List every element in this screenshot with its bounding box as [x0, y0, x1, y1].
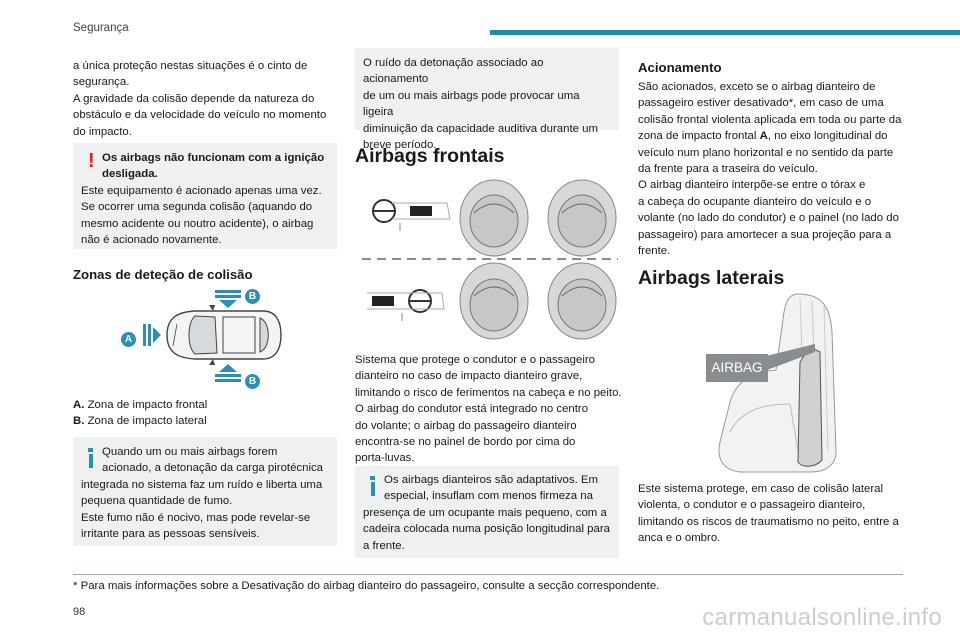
info-line: pequena quantidade de fumo.: [81, 495, 233, 508]
body-line: limitando os riscos de traumatismo no pe…: [638, 515, 899, 528]
side-airbags-body: Este sistema protege, em caso de colisão…: [638, 481, 913, 547]
activation-line: da frente para a traseira do veículo.: [638, 163, 818, 176]
frontal-airbags-body: Sistema que protege o condutor e o passa…: [355, 352, 625, 467]
body-line: dianteiro no caso de impacto dianteiro g…: [355, 370, 583, 383]
warning-bold-line: Os airbags não funcionam com a ignição: [102, 152, 325, 164]
intro-line: A gravidade da colisão depende da nature…: [73, 92, 315, 105]
legend-item: A. Zona de impacto frontal: [73, 397, 333, 413]
warning-text-line: Este equipamento é acionado apenas uma v…: [81, 184, 322, 197]
activation-text: São acionados, exceto se o airbag diante…: [638, 79, 913, 259]
zone-b-bottom-badge: B: [245, 374, 260, 389]
warning-text-line: Se ocorrer uma segunda colisão (aquando …: [81, 201, 313, 214]
info-line: presença de um ocupante mais pequeno, co…: [363, 506, 607, 519]
info-line: Este fumo não é nocivo, mas pode revelar…: [81, 511, 311, 524]
body-line: Este sistema protege, em caso de colisão…: [638, 483, 884, 495]
frontal-airbags-illustration: [362, 173, 618, 343]
warning-text-line: mesmo acidente ou noutro acidente), o ai…: [81, 217, 314, 230]
info-line: acionado, a detonação da carga pirotécni…: [102, 462, 324, 475]
legend-key: A.: [73, 399, 85, 411]
info-line: cadeira colocada numa posição longitudin…: [363, 523, 610, 536]
crash-zones-diagram: B B A: [115, 284, 295, 389]
activation-line: colisão frontal violenta aplicada em tod…: [638, 113, 902, 126]
activation-heading: Acionamento: [638, 60, 722, 75]
info-line: Quando um ou mais airbags forem: [102, 446, 278, 458]
frontal-airbags-heading: Airbags frontais: [355, 145, 505, 167]
section-title: Segurança: [73, 22, 129, 34]
warning-box: ! Os airbags não funcionam com a ignição…: [73, 143, 337, 249]
info-icon: [88, 454, 93, 468]
intro-line: obstáculo e da velocidade do veículo no …: [73, 109, 327, 122]
activation-line: frente.: [638, 245, 671, 258]
warning-icon: !: [88, 150, 95, 172]
intro-line: do impacto.: [73, 125, 132, 138]
activation-text-part: zona de impacto frontal: [638, 130, 760, 143]
zones-heading: Zonas de deteção de colisão: [73, 267, 253, 282]
info-icon-dot: [370, 476, 375, 480]
activation-line: passageiro) para amortecer a sua projeçã…: [638, 228, 892, 241]
body-line: limitando o risco de ferimentos na cabeç…: [355, 386, 622, 399]
activation-line: passageiro estiver desativado*, em caso …: [638, 97, 884, 110]
body-line: encontra-se no painel de bordo por cima …: [355, 436, 576, 449]
activation-line: zona de impacto frontal A, no eixo longi…: [638, 128, 913, 144]
info-line: irritante para as pessoas sensíveis.: [81, 528, 260, 541]
watermark: carmanualsonline.info: [702, 604, 942, 631]
side-airbag-illustration: AIRBAG: [680, 292, 870, 475]
body-line: Sistema que protege o condutor e o passa…: [355, 354, 595, 366]
zone-b-top-badge: B: [245, 289, 260, 304]
info-line: especial, insuflam com menos firmeza na: [384, 490, 593, 503]
activation-line: a cabeça do ocupante dianteiro do veícul…: [638, 195, 872, 208]
info-line: Os airbags dianteiros são adaptativos. E…: [384, 474, 599, 486]
footnote-divider: [73, 574, 903, 575]
activation-line: volante (no lado do condutor) e o painel…: [638, 212, 899, 225]
legend-key: B.: [73, 415, 85, 428]
body-line: anca e o ombro.: [638, 532, 721, 545]
info-line: a frente.: [363, 539, 405, 552]
warning-bold-line: desligada.: [102, 168, 158, 181]
activation-line: São acionados, exceto se o airbag diante…: [638, 81, 876, 93]
footnote: * Para mais informações sobre a Desativa…: [73, 580, 660, 592]
page-number: 98: [73, 606, 86, 618]
activation-line: veículo num plano horizontal e no sentid…: [638, 146, 894, 159]
intro-line: segurança.: [73, 76, 130, 89]
info-icon: [370, 482, 375, 496]
header-accent-bar: [490, 30, 960, 35]
body-line: do volante; o airbag do passageiro diant…: [355, 419, 577, 432]
body-line: violenta, o condutor e o passageiro dian…: [638, 499, 866, 512]
adaptive-info-box: Os airbags dianteiros são adaptativos. E…: [355, 466, 619, 558]
legend-text: Zona de impacto frontal: [87, 399, 208, 411]
legend-text: Zona de impacto lateral: [87, 415, 207, 428]
noise-line: breve período.: [363, 139, 437, 152]
warning-text-line: não é acionado novamente.: [81, 234, 222, 247]
noise-line: de um ou mais airbags pode provocar uma …: [363, 89, 580, 119]
info-box: Quando um ou mais airbags forem acionado…: [73, 437, 337, 546]
noise-line: O ruído da detonação associado ao aciona…: [363, 57, 544, 86]
legend-item: B. Zona de impacto lateral: [73, 413, 333, 429]
zone-a-ref: A: [759, 130, 768, 143]
activation-text-part: , no eixo longitudinal do: [767, 130, 888, 143]
noise-line: diminuição da capacidade auditiva durant…: [363, 122, 598, 135]
zones-legend: A. Zona de impacto frontal B. Zona de im…: [73, 397, 333, 430]
zone-a-badge: A: [121, 332, 136, 347]
activation-line: O airbag dianteiro interpõe-se entre o t…: [638, 179, 866, 192]
noise-box: O ruído da detonação associado ao aciona…: [355, 48, 619, 151]
side-airbags-heading: Airbags laterais: [638, 267, 785, 289]
body-line: porta-luvas.: [355, 452, 415, 465]
info-line: integrada no sistema faz um ruído e libe…: [81, 478, 323, 491]
info-icon-dot: [88, 448, 93, 452]
body-line: O airbag do condutor está integrado no c…: [355, 403, 589, 416]
intro-text: a única proteção nestas situações é o ci…: [73, 58, 343, 140]
intro-line: a única proteção nestas situações é o ci…: [73, 60, 308, 72]
airbag-label: AIRBAG: [711, 360, 763, 375]
